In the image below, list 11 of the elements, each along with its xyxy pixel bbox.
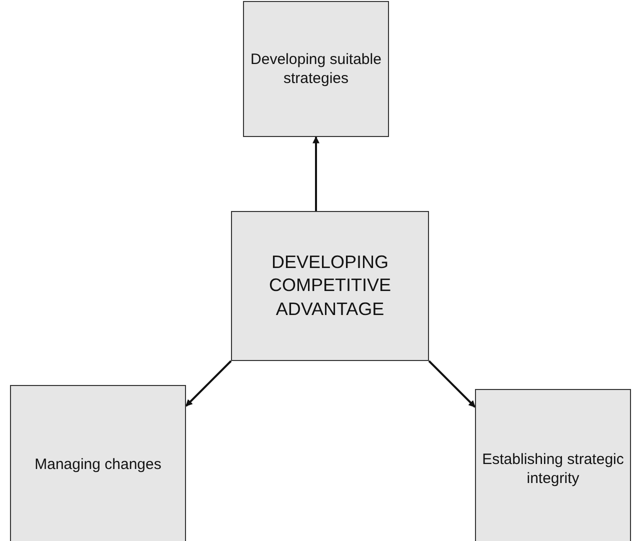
node-label: Developing suitable strategies: [250, 50, 382, 88]
process-box: [475, 389, 631, 541]
node-label: DEVELOPING COMPETITIVE ADVANTAGE: [268, 250, 392, 321]
arrow: [312, 136, 320, 211]
process-box: [231, 211, 429, 361]
node-label: Establishing strategic integrity: [482, 450, 624, 488]
node-label: Managing changes: [34, 455, 162, 475]
process-box: [243, 1, 389, 137]
process-box: [10, 385, 186, 541]
arrow: [428, 360, 476, 408]
arrow: [185, 360, 232, 407]
